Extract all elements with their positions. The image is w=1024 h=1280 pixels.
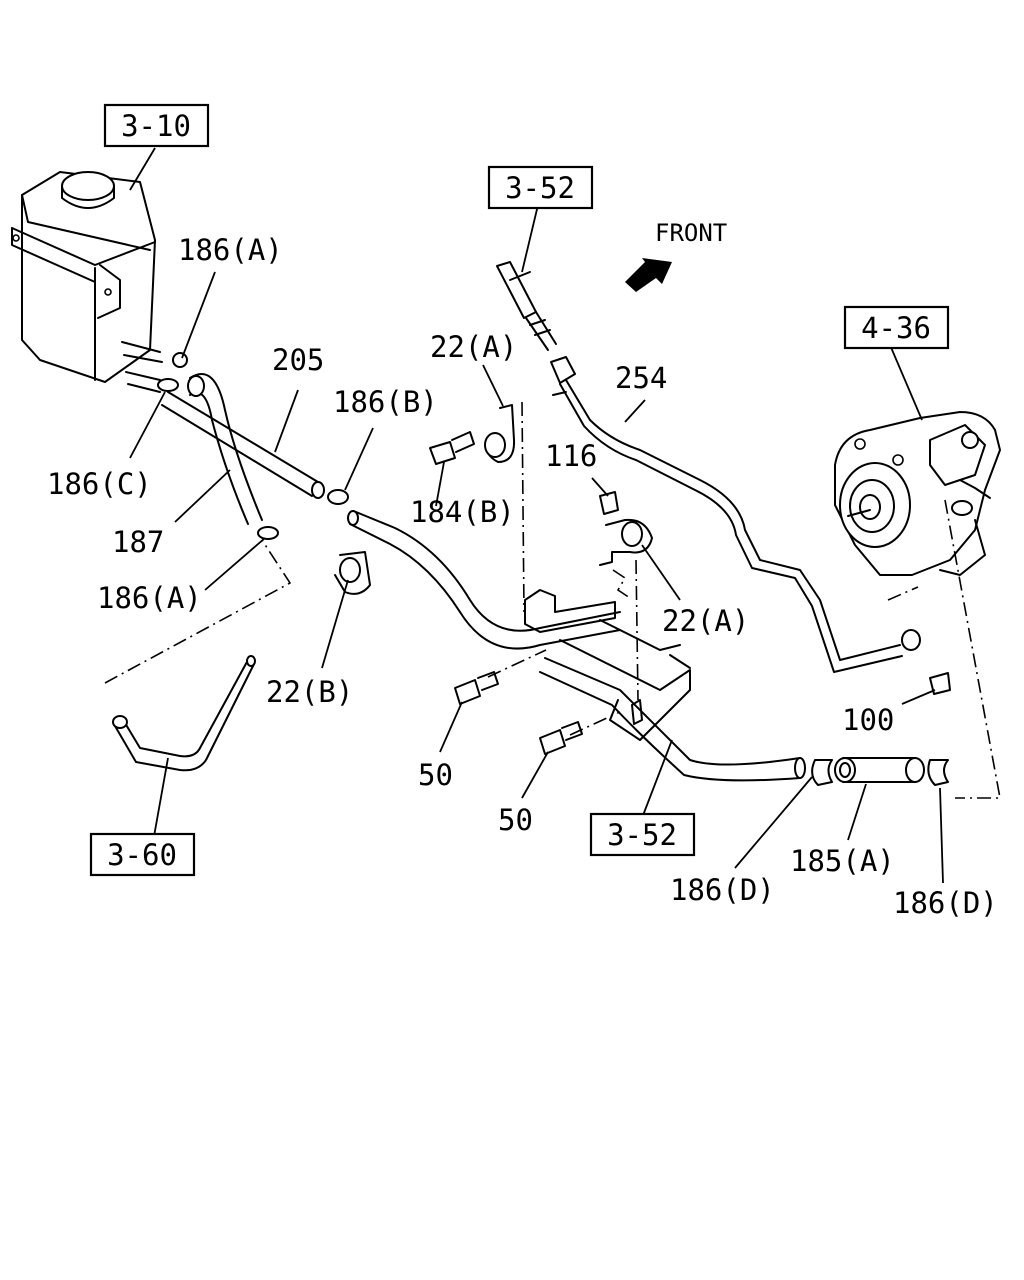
part-label-185a: 185(A) <box>790 844 895 878</box>
ref-box-3-60[interactable]: 3-60 <box>89 832 196 877</box>
svg-text:4-36: 4-36 <box>861 311 931 345</box>
upper-connector <box>496 261 557 351</box>
reservoir-tank <box>11 171 163 393</box>
part-label-22b: 22(B) <box>266 675 353 709</box>
fasteners <box>429 431 951 755</box>
part-label-186c: 186(C) <box>47 467 152 501</box>
hose-185a <box>811 757 949 786</box>
ref-box-3-52-bottom[interactable]: 3-52 <box>589 812 696 857</box>
leader-lines <box>129 147 944 884</box>
part-label-186a-left: 186(A) <box>97 581 202 615</box>
part-label-22a-top: 22(A) <box>430 330 517 364</box>
part-label-187: 187 <box>112 525 164 559</box>
ref-box-4-36[interactable]: 4-36 <box>843 305 950 350</box>
part-label-50-b: 50 <box>498 803 533 837</box>
part-label-116: 116 <box>545 439 597 473</box>
clips <box>334 404 653 595</box>
svg-text:3-52: 3-52 <box>505 171 575 205</box>
part-label-186d-left: 186(D) <box>670 873 775 907</box>
mounting-bracket <box>524 589 691 741</box>
clamps-tank <box>157 352 349 540</box>
front-arrow-icon <box>625 258 672 292</box>
part-label-184b: 184(B) <box>410 495 515 529</box>
front-label: FRONT <box>655 219 727 247</box>
part-label-254: 254 <box>615 361 667 395</box>
part-label-186d-right: 186(D) <box>893 886 998 920</box>
part-label-50-a: 50 <box>418 758 453 792</box>
main-pipe-3-52 <box>347 510 806 782</box>
part-label-186a-top: 186(A) <box>178 233 283 267</box>
svg-text:3-52: 3-52 <box>607 818 677 852</box>
svg-text:3-10: 3-10 <box>121 109 191 143</box>
hose-187 <box>187 373 263 525</box>
part-label-100: 100 <box>842 703 894 737</box>
pressure-line-254 <box>550 356 921 673</box>
part-label-22a-mid: 22(A) <box>662 604 749 638</box>
return-hose-3-60 <box>112 655 256 772</box>
part-label-186b: 186(B) <box>333 385 438 419</box>
pump-4-36 <box>834 411 1001 576</box>
center-lines <box>104 401 1001 799</box>
part-label-205: 205 <box>272 343 324 377</box>
svg-text:3-60: 3-60 <box>107 838 177 872</box>
hose-205 <box>161 391 325 499</box>
ref-box-3-10[interactable]: 3-10 <box>103 103 210 148</box>
ref-box-3-52-top[interactable]: 3-52 <box>487 165 594 210</box>
